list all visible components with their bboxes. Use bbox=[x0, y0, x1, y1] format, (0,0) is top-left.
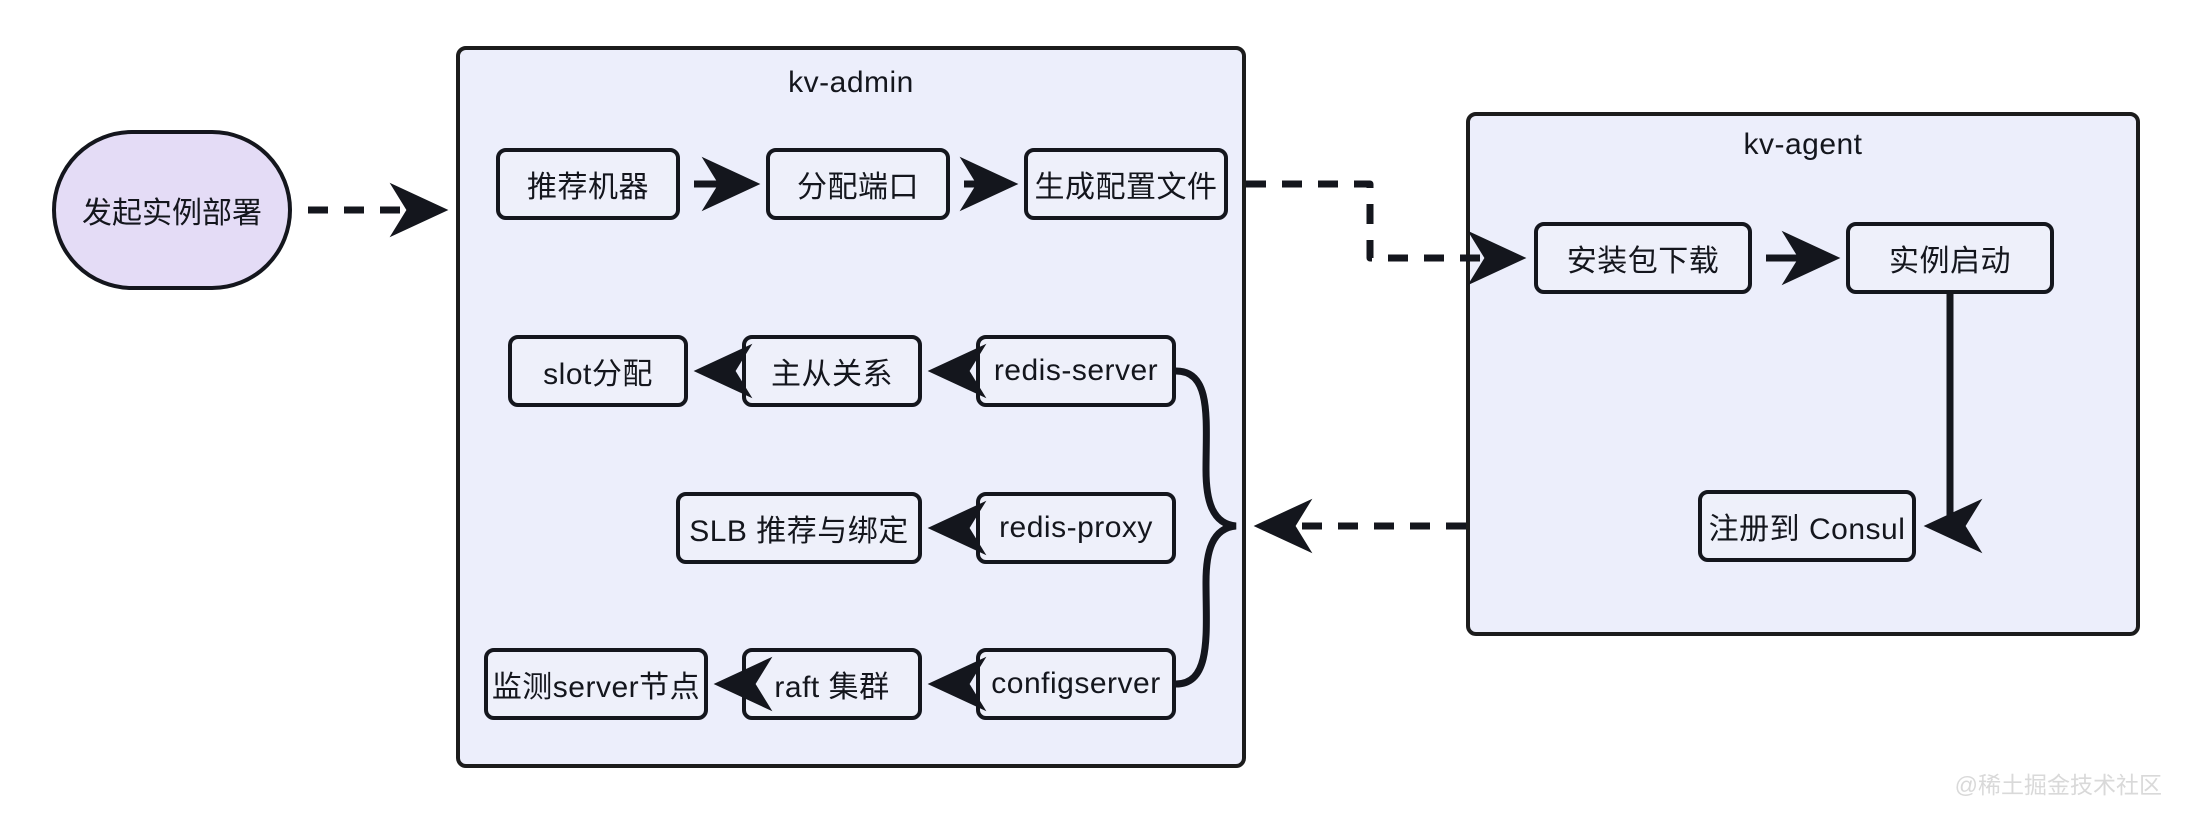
node-slot-allocation[interactable]: slot分配 bbox=[508, 335, 688, 407]
kv-admin-title: kv-admin bbox=[788, 66, 914, 99]
node-redis-proxy[interactable]: redis-proxy bbox=[976, 492, 1176, 564]
node-raft-cluster[interactable]: raft 集群 bbox=[742, 648, 922, 720]
node-configserver[interactable]: configserver bbox=[976, 648, 1176, 720]
node-monitor-server-nodes[interactable]: 监测server节点 bbox=[484, 648, 708, 720]
node-redis-server[interactable]: redis-server bbox=[976, 335, 1176, 407]
kv-agent-title: kv-agent bbox=[1743, 128, 1863, 161]
node-package-download[interactable]: 安装包下载 bbox=[1534, 222, 1752, 294]
start-node-deploy-instance[interactable]: 发起实例部署 bbox=[52, 130, 292, 290]
node-recommend-machine[interactable]: 推荐机器 bbox=[496, 148, 680, 220]
watermark: @稀土掘金技术社区 bbox=[1954, 772, 2162, 798]
node-slb-recommend-bind[interactable]: SLB 推荐与绑定 bbox=[676, 492, 922, 564]
node-allocate-port[interactable]: 分配端口 bbox=[766, 148, 950, 220]
node-generate-config-file[interactable]: 生成配置文件 bbox=[1024, 148, 1228, 220]
node-register-to-consul[interactable]: 注册到 Consul bbox=[1698, 490, 1916, 562]
node-master-slave-relation[interactable]: 主从关系 bbox=[742, 335, 922, 407]
node-instance-start[interactable]: 实例启动 bbox=[1846, 222, 2054, 294]
